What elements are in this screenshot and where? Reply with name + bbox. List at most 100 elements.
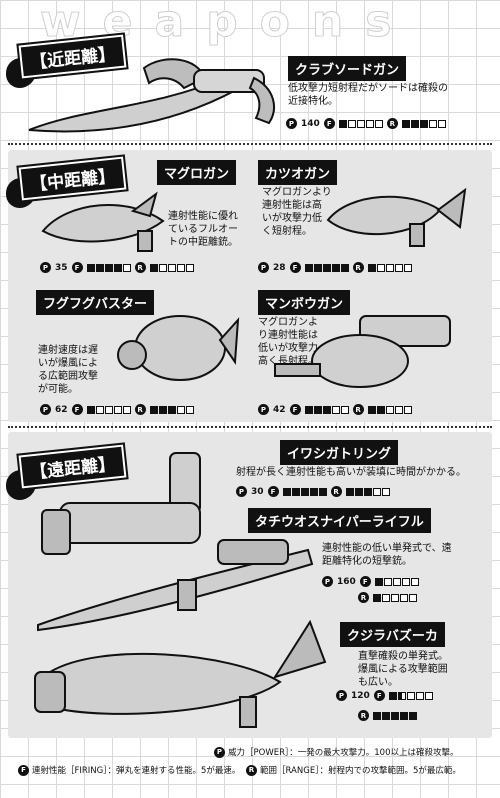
meter-box <box>122 263 131 272</box>
meter-box <box>86 405 95 414</box>
range-icon: R <box>134 262 146 273</box>
meter-box <box>347 119 356 128</box>
meter-box <box>313 405 322 414</box>
meter-box <box>167 263 176 272</box>
power-icon: P <box>236 486 247 497</box>
meter-box <box>409 711 417 720</box>
meter-box <box>176 405 185 414</box>
meter-box <box>392 577 401 586</box>
range-meter <box>367 263 412 272</box>
meter-box <box>104 263 113 272</box>
weapon-title-sunfish-gun: マンボウガン <box>258 290 351 315</box>
crab-sword-gun-illustration <box>28 58 275 133</box>
meter-box <box>363 487 372 496</box>
meter-box <box>373 593 381 602</box>
meter-box <box>331 405 340 414</box>
meter-box <box>304 405 313 414</box>
firing-icon: F <box>373 690 385 701</box>
meter-box <box>385 405 394 414</box>
meter-box <box>394 263 403 272</box>
power-icon: P <box>258 262 269 273</box>
meter-box <box>86 263 95 272</box>
sardine-gatling-illustration <box>41 452 201 555</box>
firing-icon: F <box>18 764 29 776</box>
puffer-buster-illustration <box>117 315 240 381</box>
meter-box <box>410 577 419 586</box>
meter-box <box>122 405 131 414</box>
meter-box <box>403 263 412 272</box>
meter-box <box>95 405 104 414</box>
meter-box <box>149 405 158 414</box>
firing-meter <box>86 263 131 272</box>
weapon-title-tuna-gun: マグロガン <box>157 160 237 185</box>
range-meter <box>373 593 417 602</box>
meter-box <box>410 119 419 128</box>
meter-box <box>376 405 385 414</box>
meter-box <box>104 405 113 414</box>
meter-box <box>309 487 318 496</box>
meter-box <box>374 577 383 586</box>
range-icon: R <box>330 486 342 497</box>
firing-meter <box>388 691 433 700</box>
range-meter <box>401 119 446 128</box>
meter-box <box>409 593 417 602</box>
range-icon: R <box>134 404 146 415</box>
weapon-stats-whale-bazooka-range: R <box>358 710 417 721</box>
meter-box <box>383 577 392 586</box>
meter-box <box>400 711 408 720</box>
power-icon: P <box>286 118 297 129</box>
firing-meter <box>374 577 419 586</box>
weapon-desc-sunfish-gun: マグロガンより連射性能は低いが攻撃力高く長射程。 <box>258 317 318 367</box>
weapon-title-bonito-gun: カツオガン <box>258 160 338 185</box>
bonito-gun-illustration <box>326 187 467 247</box>
meter-box <box>376 263 385 272</box>
section-band-mid <box>8 150 492 422</box>
meter-box <box>367 405 376 414</box>
firing-icon: F <box>359 576 371 587</box>
weapon-desc-bonito-gun: マグロガンより連射性能は高いが攻撃力低く短射程。 <box>262 187 332 237</box>
power-icon: P <box>40 404 51 415</box>
meter-box <box>300 487 309 496</box>
weapon-desc-sardine-gatling: 射程が長く連射性能も高いが装填に時間がかかる。 <box>236 467 466 478</box>
meter-box <box>282 487 291 496</box>
meter-box <box>381 487 390 496</box>
sunfish-gun-illustration <box>274 315 451 388</box>
meter-box <box>291 487 300 496</box>
range-icon: R <box>358 710 369 721</box>
meter-box <box>340 405 349 414</box>
range-icon: R <box>386 118 398 129</box>
meter-box <box>322 263 331 272</box>
range-meter <box>149 405 194 414</box>
meter-box <box>382 711 390 720</box>
firing-icon: F <box>289 404 301 415</box>
weapon-desc-crab-sword-gun: 低攻撃力短射程だがソードは確殺の近接特化。 <box>288 83 448 107</box>
meter-box <box>397 691 406 700</box>
divider-short <box>8 143 492 145</box>
firing-meter <box>282 487 327 496</box>
weapon-desc-whale-bazooka: 直撃確殺の単発式。爆風による攻撃範囲も広い。 <box>358 651 448 688</box>
power-icon: P <box>214 746 225 758</box>
meter-box <box>428 119 437 128</box>
meter-box <box>372 487 381 496</box>
firing-icon: F <box>71 404 83 415</box>
meter-box <box>158 405 167 414</box>
range-meter <box>373 711 417 720</box>
power-icon: P <box>336 690 347 701</box>
firing-icon: F <box>323 118 335 129</box>
weapon-title-whale-bazooka: クジラバズーカ <box>340 622 445 647</box>
meter-box <box>419 119 428 128</box>
tuna-gun-illustration <box>41 191 165 252</box>
range-icon: R <box>358 592 369 603</box>
range-icon: R <box>352 262 364 273</box>
weapon-desc-cutlassfish-sniper: 連射性能の低い単発式で、遠距離特化の短撃銃。 <box>322 543 452 567</box>
firing-meter <box>304 263 349 272</box>
meter-box <box>354 487 363 496</box>
meter-box <box>185 263 194 272</box>
